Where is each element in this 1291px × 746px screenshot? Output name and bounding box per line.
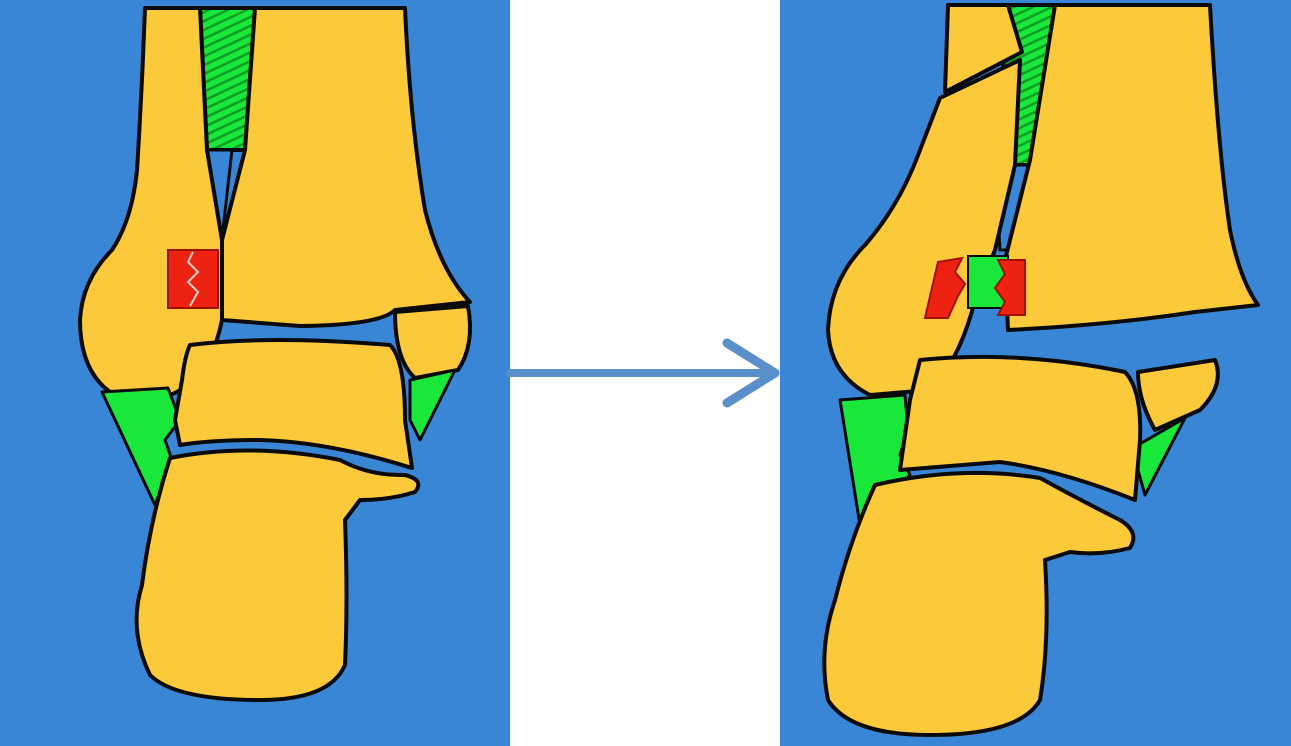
ankle-diagram-after — [780, 0, 1291, 746]
ankle-after-svg — [780, 0, 1291, 746]
ankle-before-svg — [0, 0, 510, 746]
marker-aligned — [168, 250, 218, 308]
medial-malleolus — [395, 306, 470, 378]
marker-split — [925, 256, 1025, 318]
right-arrow-icon — [505, 335, 790, 415]
transition-arrow — [505, 335, 790, 415]
ankle-diagram-before — [0, 0, 510, 746]
